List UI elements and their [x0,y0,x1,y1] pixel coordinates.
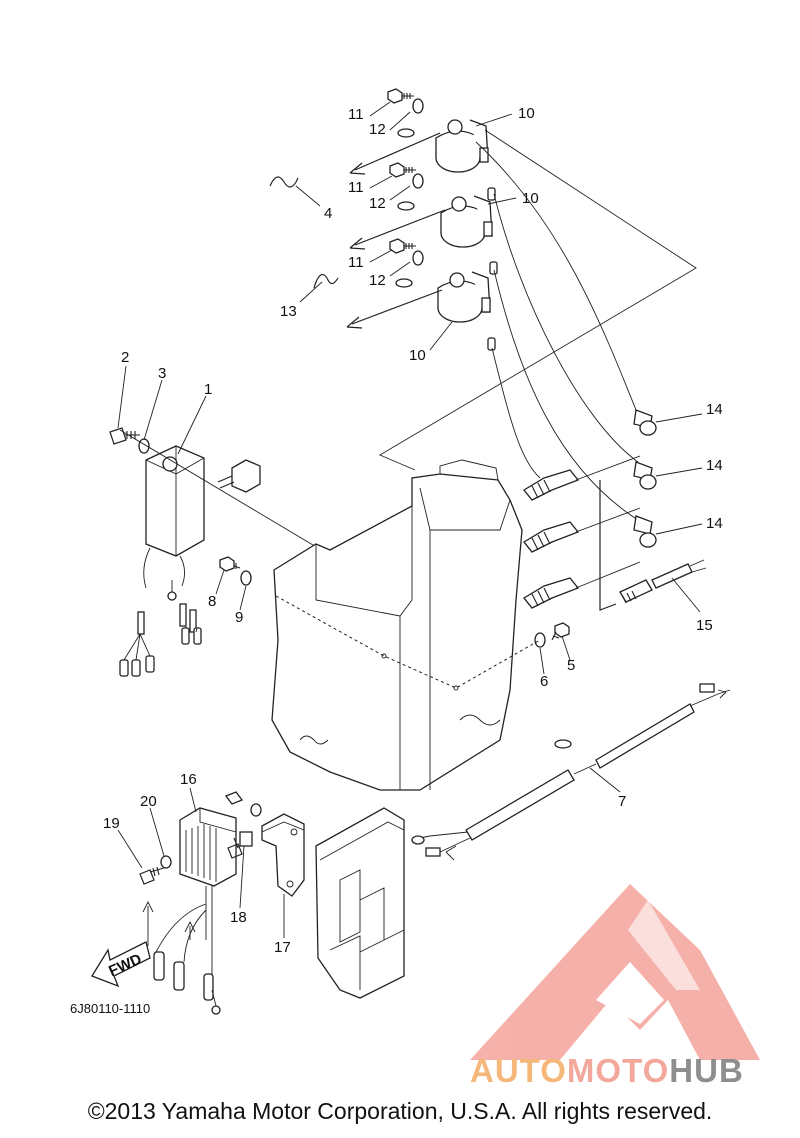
callout-9: 9 [235,609,243,626]
coil-bolt-11 [387,88,416,254]
bottom-bracket [315,807,405,999]
clip-4 [269,176,299,188]
callout-16: 16 [180,771,197,788]
rectifier-regulator-16 [142,807,253,1015]
fwd-arrow-icon: FWD [91,941,151,988]
ignition-coil-middle [349,195,493,250]
callout-18: 18 [230,909,247,926]
callout-15: 15 [696,617,713,634]
callout-2: 2 [121,349,129,366]
callout-4: 4 [324,205,332,222]
callout-12a: 12 [369,121,386,138]
callout-5: 5 [567,657,575,674]
callout-17: 17 [274,939,291,956]
watermark-text: AUTOMOTOHUB [470,1052,744,1090]
callout-10a: 10 [518,105,535,122]
callout-7: 7 [618,793,626,810]
callout-11a: 11 [348,106,364,123]
washer-12 [395,98,424,288]
engine-block [271,459,541,791]
copyright-notice: ©2013 Yamaha Motor Corporation, U.S.A. A… [87,1098,713,1124]
callout-labels: 10 10 10 11 11 11 12 12 12 4 13 2 3 1 14… [103,105,723,956]
callout-14c: 14 [706,515,723,532]
watermark-moto: MOTO [566,1052,670,1089]
watermark-hub: HUB [669,1052,744,1089]
callout-1: 1 [204,381,212,398]
callout-14a: 14 [706,401,723,418]
automotohub-logo [470,884,760,1060]
callout-11b: 11 [348,179,364,196]
cdi-unit-1 [119,445,261,677]
watermark-auto: AUTO [470,1052,567,1089]
fwd-label: FWD [106,951,144,980]
bolt-8 [219,556,241,572]
callout-19: 19 [103,815,120,832]
callout-14b: 14 [706,457,723,474]
callout-6: 6 [540,673,548,690]
callout-3: 3 [158,365,166,382]
callout-8: 8 [208,593,216,610]
callout-12b: 12 [369,195,386,212]
washer-6 [534,632,546,648]
bolt-5 [551,622,570,641]
clip-13 [313,273,339,289]
spark-plug-cap [633,409,657,548]
callout-20: 20 [140,793,157,810]
callout-13: 13 [280,303,297,320]
ignition-coil-lower [346,271,491,329]
ignition-coil-upper [349,119,489,175]
washer-9 [240,570,252,586]
leader-lines [117,101,703,938]
callout-10b: 10 [522,190,539,207]
bracket-17 [261,813,305,897]
thermo-sensor-15 [599,480,707,611]
callout-11c: 11 [348,254,364,271]
callout-10c: 10 [409,347,426,364]
wire-lead-7 [411,683,731,861]
callout-12c: 12 [369,272,386,289]
part-code: 6J80110-1110 [70,1001,150,1016]
spark-plug [523,469,580,609]
